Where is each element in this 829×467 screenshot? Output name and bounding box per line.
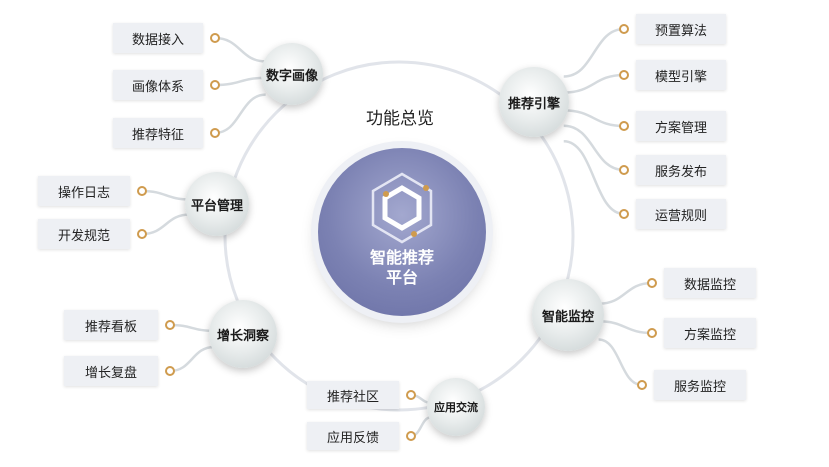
leaf-zengzhang-0: 推荐看板 <box>64 310 158 340</box>
hub-shuzi: 数字画像 <box>261 43 323 105</box>
connector-dot <box>647 278 657 288</box>
connector-dot <box>137 229 147 239</box>
connector-line <box>169 345 215 373</box>
leaf-shuzi-1: 画像体系 <box>113 70 203 100</box>
connector-line <box>598 320 653 335</box>
leaf-pingtai-0: 操作日志 <box>38 176 130 206</box>
connector-line <box>141 213 190 236</box>
connector-dot <box>406 390 416 400</box>
center-node: 智能推荐 平台 <box>318 148 486 316</box>
leaf-jiaoliu-1: 应用反馈 <box>307 422 399 450</box>
connector-line <box>563 139 625 216</box>
hexagon-cube-icon <box>371 172 433 244</box>
center-label-line2: 平台 <box>385 268 418 287</box>
center-label-line1: 智能推荐 <box>369 248 434 267</box>
connector-dot <box>619 165 629 175</box>
connector-dot <box>210 128 220 138</box>
connector-line <box>563 73 625 94</box>
hub-jiaoliu: 应用交流 <box>427 378 485 436</box>
hub-yinqing: 推荐引擎 <box>499 67 569 137</box>
leaf-pingtai-1: 开发规范 <box>38 219 130 249</box>
connector-dot <box>619 24 629 34</box>
leaf-jiankong-2: 服务监控 <box>654 370 746 400</box>
connector-dot <box>165 366 175 376</box>
leaf-yinqing-3: 服务发布 <box>636 155 726 185</box>
hub-zengzhang: 增长洞察 <box>209 300 277 368</box>
connector-dot <box>406 431 416 441</box>
leaf-shuzi-2: 推荐特征 <box>113 118 203 148</box>
leaf-jiaoliu-0: 推荐社区 <box>307 381 399 409</box>
diagram-title: 功能总览 <box>366 109 434 129</box>
connector-line <box>169 323 215 333</box>
connector-line <box>214 36 266 63</box>
connector-line <box>214 76 266 87</box>
connector-line <box>563 109 625 128</box>
connector-line <box>598 281 653 306</box>
connector-dot <box>165 320 175 330</box>
connector-dot <box>647 328 657 338</box>
orbit-ring <box>223 60 575 412</box>
connector-dot <box>619 121 629 131</box>
connector-line <box>563 27 625 78</box>
connector-dot <box>210 33 220 43</box>
connector-line <box>598 338 643 387</box>
connector-dot <box>619 70 629 80</box>
leaf-shuzi-0: 数据接入 <box>113 23 203 53</box>
leaf-yinqing-1: 模型引擎 <box>636 60 726 90</box>
leaf-jiankong-0: 数据监控 <box>664 268 756 298</box>
center-label: 智能推荐 平台 <box>318 248 486 288</box>
connector-line <box>563 124 625 172</box>
leaf-yinqing-0: 预置算法 <box>636 14 726 44</box>
hub-jiankong: 智能监控 <box>532 279 604 351</box>
leaf-zengzhang-1: 增长复盘 <box>64 356 158 386</box>
connector-line <box>214 93 266 135</box>
connector-dot <box>210 80 220 90</box>
hub-pingtai: 平台管理 <box>185 172 249 236</box>
leaf-jiankong-1: 方案监控 <box>664 318 756 348</box>
connector-dot <box>619 209 629 219</box>
connector-line <box>141 189 190 201</box>
connector-dot <box>637 380 647 390</box>
leaf-yinqing-2: 方案管理 <box>636 111 726 141</box>
leaf-yinqing-4: 运营规则 <box>636 199 726 229</box>
connector-dot <box>137 186 147 196</box>
